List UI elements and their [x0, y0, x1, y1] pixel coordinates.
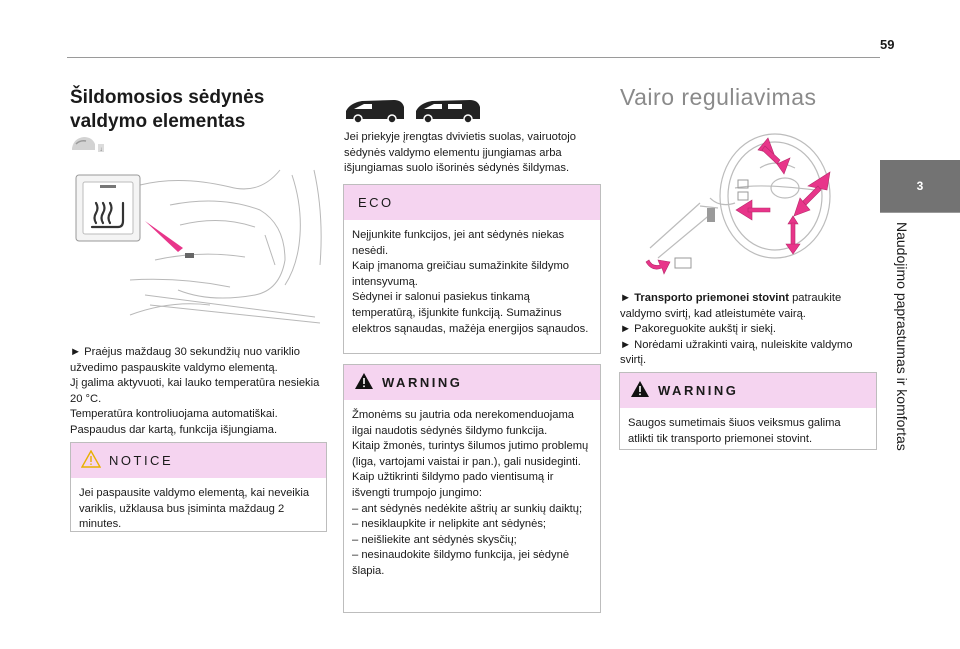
step-line: ► Pakoreguokite aukštį ir siekį. [620, 323, 776, 336]
warning-line: Kaip užtikrinti šildymo pado vientisumą … [352, 471, 554, 499]
van-icons [344, 97, 484, 124]
eco-line: Neįjunkite funkcijos, jei ant sėdynės ni… [352, 229, 565, 257]
step-line: Jį galima aktyvuoti, kai lauko temperatū… [70, 377, 320, 405]
eco-header: ECO [344, 185, 600, 220]
warning-line: Kitaip žmonės, turintys šilumos jutimo p… [352, 440, 589, 468]
eco-body: Neįjunkite funkcijos, jei ant sėdynės ni… [344, 220, 600, 343]
bench-intro: Jei priekyje įrengtas dvivietis suolas, … [344, 131, 576, 175]
eco-label: ECO [358, 195, 394, 210]
step-bold: Transporto priemonei stovint [634, 292, 789, 304]
eco-box: ECO Neįjunkite funkcijos, jei ant sėdynė… [343, 184, 601, 354]
warning-label: WARNING [658, 383, 739, 398]
warning-line: – neišliekite ant sėdynės skysčių; [352, 533, 517, 546]
step-line: Temperatūra kontroliuojama automatiškai. [70, 408, 278, 421]
steering-steps: ► Transporto priemonei stovint patraukit… [620, 291, 870, 369]
warning-line: – nesiklaupkite ir nelipkite ant sėdynės… [352, 518, 547, 531]
warning-triangle-icon [80, 449, 102, 471]
warning-header: WARNING [344, 365, 600, 400]
warning-triangle-icon [354, 372, 374, 393]
chapter-title: Naudojimo paprastumas ir komfortas [894, 222, 910, 451]
warning-line: Žmonėms su jautria oda nerekomenduojama … [352, 409, 575, 437]
section-title-seat-heating: Šildomosios sėdynės valdymo elementas [70, 87, 265, 132]
warning-line: – ant sėdynės nedėkite aštrių ar sunkių … [352, 502, 583, 515]
warning-triangle-icon [630, 380, 650, 401]
header-rule [67, 57, 880, 58]
eco-line: Kaip įmanoma greičiau sumažinkite šildym… [352, 260, 570, 288]
steering-wheel-illustration [640, 128, 840, 278]
steering-small-icon: ↓ [70, 134, 106, 156]
notice-box: NOTICE Jei paspausite valdymo elementą, … [70, 442, 327, 532]
warning-label: WARNING [382, 375, 463, 390]
step-rest: patraukite valdymo svirtį, kad atleistum… [620, 292, 842, 320]
warning-body: Žmonėms su jautria oda nerekomenduojama … [344, 400, 600, 586]
step-line: Paspaudus dar kartą, funkcija išjungiama… [70, 423, 278, 436]
seat-heating-steps: ► Praėjus maždaug 30 sekundžių nuo varik… [70, 345, 328, 439]
notice-text: Jei paspausite valdymo elementą, kai nev… [79, 487, 310, 531]
seat-heating-illustration [70, 165, 332, 325]
warning-box-seat: WARNING Žmonėms su jautria oda nerekomen… [343, 364, 601, 613]
svg-text:↓: ↓ [100, 147, 103, 153]
warning-box-steering: WARNING Saugos sumetimais šiuos veiksmus… [619, 372, 877, 450]
tab-rule [880, 212, 960, 213]
step-line: ► Praėjus maždaug 30 sekundžių nuo varik… [70, 346, 300, 374]
chapter-tab: 3 [880, 160, 960, 212]
eco-line: Sėdynei ir salonui pasiekus tinkamą temp… [352, 291, 589, 335]
section-title-steering: Vairo reguliavimas [620, 84, 817, 110]
notice-label: NOTICE [109, 453, 174, 468]
step-line: ► Norėdami užrakinti vairą, nuleiskite v… [620, 338, 853, 367]
warning-text: Saugos sumetimais šiuos veiksmus galima … [628, 417, 841, 445]
step-line: ► Transporto priemonei stovint patraukit… [620, 292, 842, 320]
notice-header: NOTICE [71, 443, 326, 478]
warning-line: – nesinaudokite šildymo funkcija, jei sė… [352, 549, 570, 577]
warning-header: WARNING [620, 373, 876, 408]
page-number: 59 [880, 37, 895, 52]
